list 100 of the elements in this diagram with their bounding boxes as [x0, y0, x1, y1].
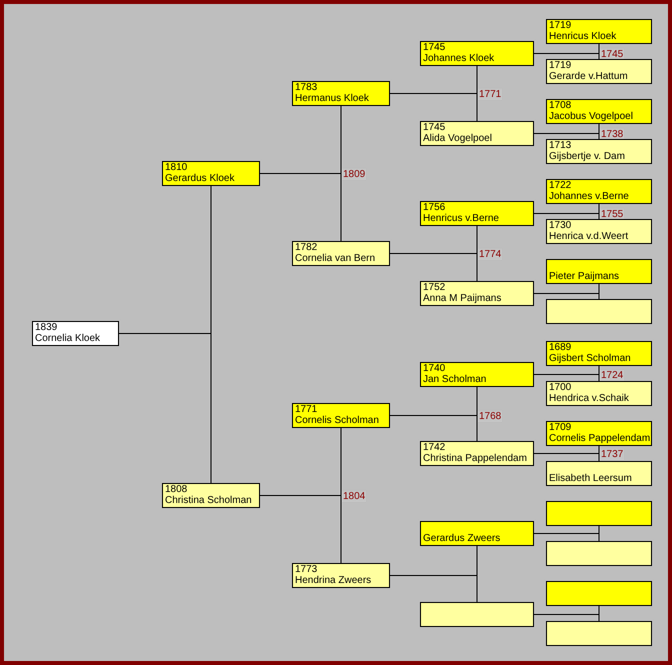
- person-name: Jacobus Vogelpoel: [549, 111, 633, 122]
- connector-line: [534, 533, 600, 542]
- empty-box: [546, 541, 652, 566]
- person-name: Cornelia Kloek: [35, 333, 100, 344]
- marriage-year: 1738: [600, 128, 624, 140]
- person-name: Christina Pappelendam: [423, 453, 527, 464]
- person-name: Alida Vogelpoel: [423, 133, 492, 144]
- connector-line: [390, 93, 478, 122]
- person-box: [292, 563, 390, 588]
- connector-line: [260, 495, 342, 564]
- empty-box: [546, 581, 652, 606]
- birth-year: 1740: [423, 363, 446, 374]
- person-name: Pieter Paijmans: [549, 271, 620, 282]
- person-box: [420, 441, 534, 466]
- person-name: Christina Scholman: [165, 495, 252, 506]
- person-name: Gerardus Kloek: [165, 173, 234, 184]
- person-name: Henricus v.Berne: [423, 213, 499, 224]
- birth-year: 1719: [549, 60, 572, 71]
- marriage-year: 1745: [600, 48, 624, 60]
- connector-line: [534, 293, 600, 300]
- birth-year: 1810: [165, 162, 188, 173]
- person-name: Jan Scholman: [423, 374, 486, 385]
- person-name: Johannes v.Berne: [549, 191, 629, 202]
- person-name: Elisabeth Leersum: [549, 473, 632, 484]
- person-name: Gijsbertje v. Dam: [549, 151, 625, 162]
- person-box: [546, 99, 652, 124]
- connector-line: [534, 453, 600, 462]
- person-box: [292, 403, 390, 428]
- birth-year: 1773: [295, 564, 318, 575]
- empty-box: [546, 299, 652, 324]
- birth-year: 1719: [549, 20, 572, 31]
- marriage-year: 1724: [600, 370, 624, 380]
- person-name: Hermanus Kloek: [295, 93, 369, 104]
- person-box: [420, 521, 534, 546]
- person-box: [420, 41, 534, 66]
- person-box: [162, 483, 260, 508]
- person-box: [32, 321, 119, 346]
- birth-year: 1742: [423, 442, 446, 453]
- connector-line: [534, 133, 600, 140]
- connector-line: [534, 53, 600, 60]
- person-box: [546, 341, 652, 366]
- empty-box: [546, 621, 652, 646]
- person-name: Cornelis Pappelendam: [549, 433, 650, 444]
- birth-year: 1808: [165, 484, 188, 495]
- connector-line: [260, 173, 342, 242]
- person-box: [546, 381, 652, 406]
- person-name: Henricus Kloek: [549, 31, 616, 42]
- empty-box: [420, 602, 534, 627]
- connector-line: [390, 253, 478, 282]
- person-box: [546, 421, 652, 446]
- marriage-year: 1771: [478, 88, 502, 100]
- birth-year: 1722: [549, 180, 572, 191]
- person-name: Cornelis Scholman: [295, 415, 379, 426]
- birth-year: 1756: [423, 202, 446, 213]
- birth-year: 1752: [423, 282, 446, 293]
- marriage-year: 1804: [342, 490, 366, 502]
- birth-year: 1708: [549, 100, 572, 111]
- birth-year: 1745: [423, 122, 446, 133]
- birth-year: 1709: [549, 422, 572, 433]
- person-box: [420, 201, 534, 226]
- person-name: Hendrica v.Schaik: [549, 393, 629, 404]
- person-box: [292, 241, 390, 266]
- birth-year: 1783: [295, 82, 318, 93]
- person-box: [546, 179, 652, 204]
- connector-line: [534, 213, 600, 220]
- marriage-year: 1774: [478, 248, 502, 260]
- marriage-year: 1737: [600, 448, 624, 460]
- marriage-year: 1755: [600, 208, 624, 220]
- person-box: [546, 259, 652, 284]
- person-name: Johannes Kloek: [423, 53, 494, 64]
- birth-year: 1745: [423, 42, 446, 53]
- person-box: [546, 139, 652, 164]
- person-name: Anna M Paijmans: [423, 293, 502, 304]
- connector-line: [390, 575, 478, 602]
- person-name: Gerardus Zweers: [423, 533, 500, 544]
- person-box: [546, 219, 652, 244]
- person-box: [292, 81, 390, 106]
- person-name: Hendrina Zweers: [295, 575, 372, 586]
- person-box: [420, 362, 534, 387]
- person-box: [420, 281, 534, 306]
- birth-year: 1782: [295, 242, 318, 253]
- person-box: [546, 461, 652, 486]
- connector-line: [390, 415, 478, 442]
- empty-box: [546, 501, 652, 526]
- marriage-year: 1768: [478, 410, 502, 422]
- connector-line: [118, 333, 212, 484]
- birth-year: 1700: [549, 382, 572, 393]
- person-box: [546, 19, 652, 44]
- birth-year: 1689: [549, 342, 572, 353]
- marriage-year: 1809: [342, 168, 366, 180]
- person-name: Cornelia van Bern: [295, 253, 376, 264]
- birth-year: 1730: [549, 220, 572, 231]
- person-box: [162, 161, 260, 186]
- person-box: [420, 121, 534, 146]
- birth-year: 1713: [549, 140, 572, 151]
- birth-year: 1771: [295, 404, 318, 415]
- person-name: Gijsbert Scholman: [549, 353, 631, 364]
- person-name: Henrica v.d.Weert: [549, 231, 628, 242]
- connector-line: [534, 614, 600, 622]
- person-box: [546, 59, 652, 84]
